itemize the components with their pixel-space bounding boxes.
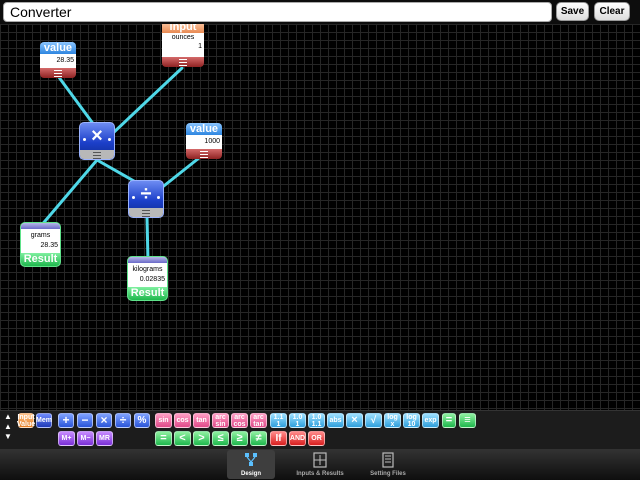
input-node-header: input	[162, 24, 204, 33]
result-node-grams[interactable]: grams 28.35 Result	[20, 222, 61, 267]
tab-inputs-results-label: Inputs & Results	[296, 471, 344, 477]
palette-memory-button[interactable]: Mem	[36, 413, 52, 428]
multiply-node[interactable]: ×	[79, 122, 115, 160]
wire-multiply-to-grams	[38, 158, 99, 229]
network-icon	[245, 453, 257, 466]
palette-sqrt-button[interactable]: √	[365, 413, 382, 428]
palette-scroll-arrows[interactable]: ▲ ▲ ▼	[4, 413, 12, 441]
palette-memory-plus-button[interactable]: M+	[58, 431, 75, 446]
design-canvas[interactable]: value 28.35 input ounces 1 × value 1000 …	[0, 24, 640, 410]
value-node-value[interactable]: 28.35	[40, 54, 76, 68]
palette-less-equal-button[interactable]: ≤	[212, 431, 229, 446]
result-node-label: kilograms	[132, 266, 163, 273]
inputs-results-icon	[313, 452, 327, 468]
palette-power-button[interactable]: ×	[346, 413, 363, 428]
wire-input-to-multiply	[110, 66, 184, 136]
tab-bar: Design Inputs & Results Setting Files	[0, 449, 640, 480]
wire-value-to-multiply	[56, 74, 99, 131]
value-node-output-port[interactable]	[186, 149, 222, 159]
palette-divide-button[interactable]: ÷	[115, 413, 131, 428]
title-input[interactable]	[3, 2, 552, 22]
palette-equals-button[interactable]: =	[442, 413, 456, 428]
value-node-value[interactable]: 1000	[186, 135, 222, 149]
result-node-kilograms[interactable]: kilograms 0.02835 Result	[127, 256, 168, 301]
palette-identical-button[interactable]: ≡	[459, 413, 476, 428]
value-node-1[interactable]: value 28.35	[40, 42, 76, 78]
palette-memory-minus-button[interactable]: M−	[77, 431, 94, 446]
palette-add-button[interactable]: +	[58, 413, 74, 428]
palette-exp-button[interactable]: exp	[422, 413, 439, 428]
result-node-footer: Result	[128, 287, 167, 300]
input-node[interactable]: input ounces 1	[162, 24, 204, 67]
palette-sin-button[interactable]: sin	[155, 413, 172, 428]
clear-button[interactable]: Clear	[594, 2, 630, 21]
wire-value-to-divide	[158, 152, 206, 191]
wire-divide-to-kilograms	[145, 216, 150, 263]
palette-cos-button[interactable]: cos	[174, 413, 191, 428]
chevron-up-icon[interactable]: ▲	[4, 412, 12, 421]
chevron-down-icon[interactable]: ▲	[4, 422, 12, 431]
palette-subtract-button[interactable]: −	[77, 413, 93, 428]
palette-equal-compare-button[interactable]: =	[155, 431, 172, 446]
multiply-icon: ×	[91, 125, 103, 147]
palette-not-equal-button[interactable]: ≠	[250, 431, 267, 446]
palette-if-button[interactable]: If	[270, 431, 287, 446]
palette-percent-button[interactable]: %	[134, 413, 150, 428]
wire-layer	[38, 66, 206, 263]
input-node-body: ounces 1	[162, 33, 204, 57]
palette-greater-than-button[interactable]: >	[193, 431, 210, 446]
tab-setting-files-label: Setting Files	[370, 471, 406, 477]
document-icon	[382, 452, 394, 468]
divide-output-port[interactable]	[129, 208, 163, 217]
palette-tan-button[interactable]: tan	[193, 413, 210, 428]
divide-node[interactable]: ÷	[128, 180, 164, 218]
result-node-body: grams 28.35	[21, 229, 60, 253]
palette-multiply-button[interactable]: ×	[96, 413, 112, 428]
palette-abs-button[interactable]: abs	[327, 413, 344, 428]
result-node-value: 0.02835	[139, 276, 165, 283]
value-node-output-port[interactable]	[40, 68, 76, 78]
multiply-output-port[interactable]	[80, 150, 114, 159]
palette-less-than-button[interactable]: <	[174, 431, 191, 446]
result-node-footer: Result	[21, 253, 60, 266]
result-node-body: kilograms 0.02835	[128, 263, 167, 287]
divide-icon: ÷	[140, 183, 152, 205]
save-button[interactable]: Save	[556, 2, 589, 21]
result-node-label: grams	[30, 232, 51, 239]
tab-design-label: Design	[240, 471, 261, 477]
input-node-label: ounces	[171, 34, 195, 41]
tab-setting-files[interactable]: Setting Files	[364, 450, 412, 479]
palette-memory-recall-button[interactable]: MR	[96, 431, 113, 446]
input-node-output-port[interactable]	[162, 57, 204, 67]
result-node-value: 28.35	[40, 242, 58, 249]
palette-and-button[interactable]: AND	[289, 431, 306, 446]
chevron-down-icon[interactable]: ▼	[4, 432, 12, 441]
tab-design[interactable]: Design	[227, 450, 275, 479]
input-node-value[interactable]: 1	[198, 43, 202, 50]
palette-greater-equal-button[interactable]: ≥	[231, 431, 248, 446]
result-node-input-port[interactable]	[21, 223, 60, 229]
title-bar: Save Clear	[0, 0, 640, 24]
value-node-header: value	[186, 123, 222, 135]
palette-or-button[interactable]: OR	[308, 431, 325, 446]
tab-inputs-results[interactable]: Inputs & Results	[292, 450, 348, 479]
result-node-input-port[interactable]	[128, 257, 167, 263]
value-node-header: value	[40, 42, 76, 54]
value-node-2[interactable]: value 1000	[186, 123, 222, 159]
